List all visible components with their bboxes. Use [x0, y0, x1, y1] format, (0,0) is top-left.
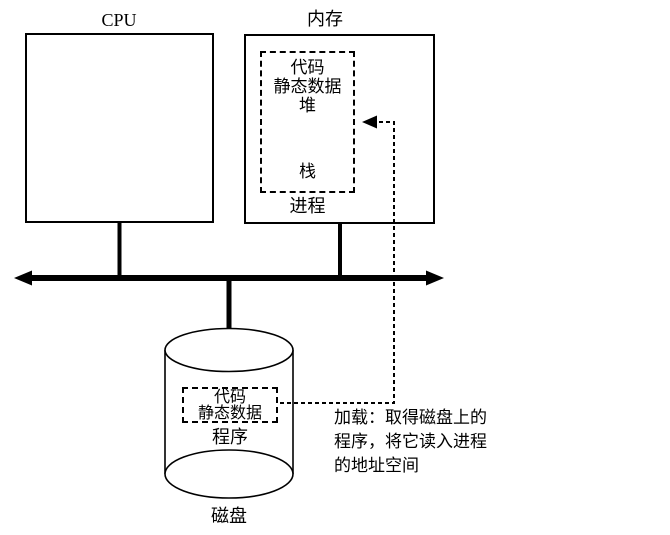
load-annotation-line: 程序，将它读入进程 [334, 432, 487, 451]
program-label: 程序 [212, 427, 248, 447]
memory-segment-stack: 栈 [299, 162, 316, 181]
process-address-space-box: 代码 静态数据 堆 栈 [260, 51, 355, 193]
cpu-box [25, 33, 214, 223]
cpu-label: CPU [101, 10, 137, 30]
load-annotation-line: 的地址空间 [334, 456, 419, 475]
disk-cylinder [164, 327, 294, 499]
memory-box [244, 34, 435, 224]
disk-segment-code: 代码 [213, 388, 246, 406]
load-annotation: 加载：取得磁盘上的 程序，将它读入进程 的地址空间 [334, 406, 512, 478]
memory-segments: 代码 静态数据 堆 栈 [262, 53, 353, 191]
load-arrow-path [280, 121, 395, 404]
load-arrow-head-icon [362, 115, 377, 129]
memory-top-segments: 代码 静态数据 堆 [274, 58, 342, 115]
memory-segment-code: 代码 [290, 58, 325, 77]
disk-cylinder-top [164, 327, 294, 373]
disk-label: 磁盘 [211, 506, 247, 526]
program-box: 代码 静态数据 [182, 387, 278, 423]
bus-arrow-right-icon [426, 270, 444, 286]
process-label: 进程 [289, 196, 326, 216]
memory-segment-static-data: 静态数据 [273, 77, 342, 96]
load-annotation-line: 加载：取得磁盘上的 [334, 408, 487, 427]
disk-segments: 代码 静态数据 [184, 389, 276, 421]
disk-cylinder-bottom [164, 449, 294, 499]
bus-arrow-left-icon [14, 270, 32, 286]
memory-label: 内存 [307, 9, 343, 29]
disk-segment-static-data: 静态数据 [197, 404, 262, 422]
memory-segment-heap: 堆 [299, 96, 316, 115]
